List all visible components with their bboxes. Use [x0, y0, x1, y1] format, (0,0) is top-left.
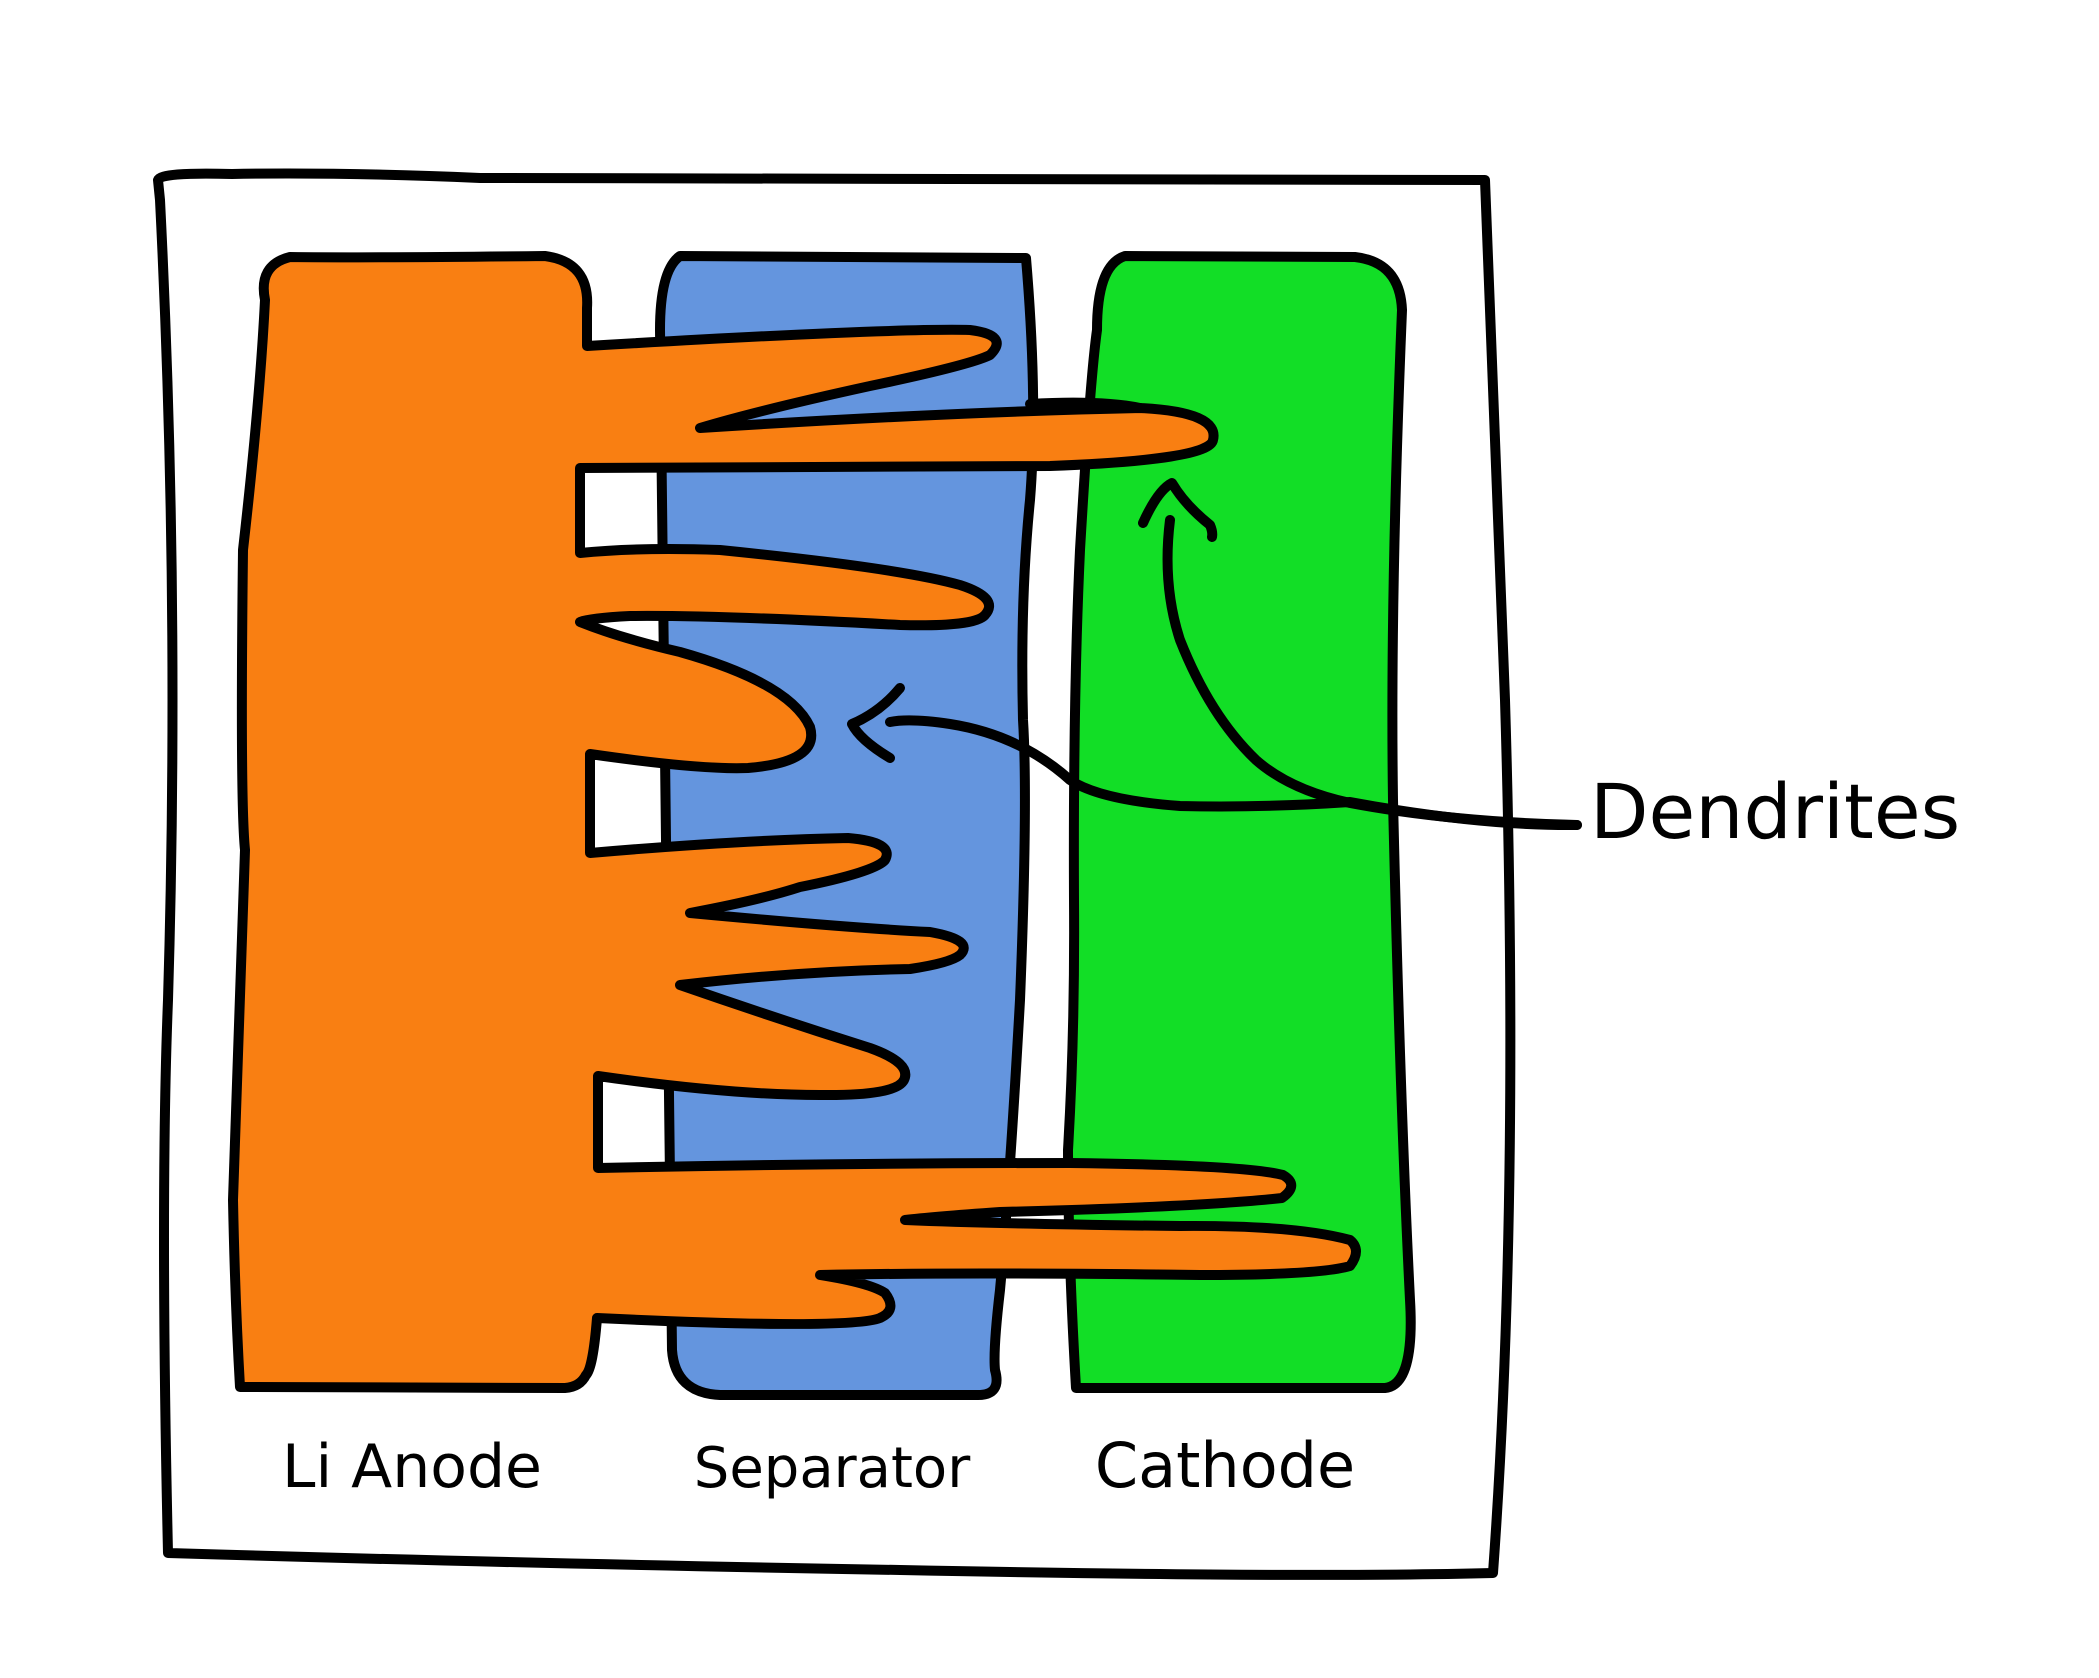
label-dendrites: Dendrites	[1590, 767, 1960, 856]
arrowhead-up-icon	[1138, 478, 1218, 542]
label-cathode: Cathode	[1095, 1429, 1355, 1502]
pointer-line-to-upper-dendrite	[1162, 515, 1582, 830]
cathode-layer	[1063, 251, 1416, 1393]
label-separator: Separator	[694, 1436, 971, 1501]
dendrite-tip-top	[1025, 397, 1145, 413]
label-li-anode: Li Anode	[282, 1432, 542, 1502]
arrowhead-left-icon	[847, 683, 905, 763]
separator-layer	[655, 251, 1039, 1400]
li-anode-with-dendrites	[228, 251, 1361, 1393]
